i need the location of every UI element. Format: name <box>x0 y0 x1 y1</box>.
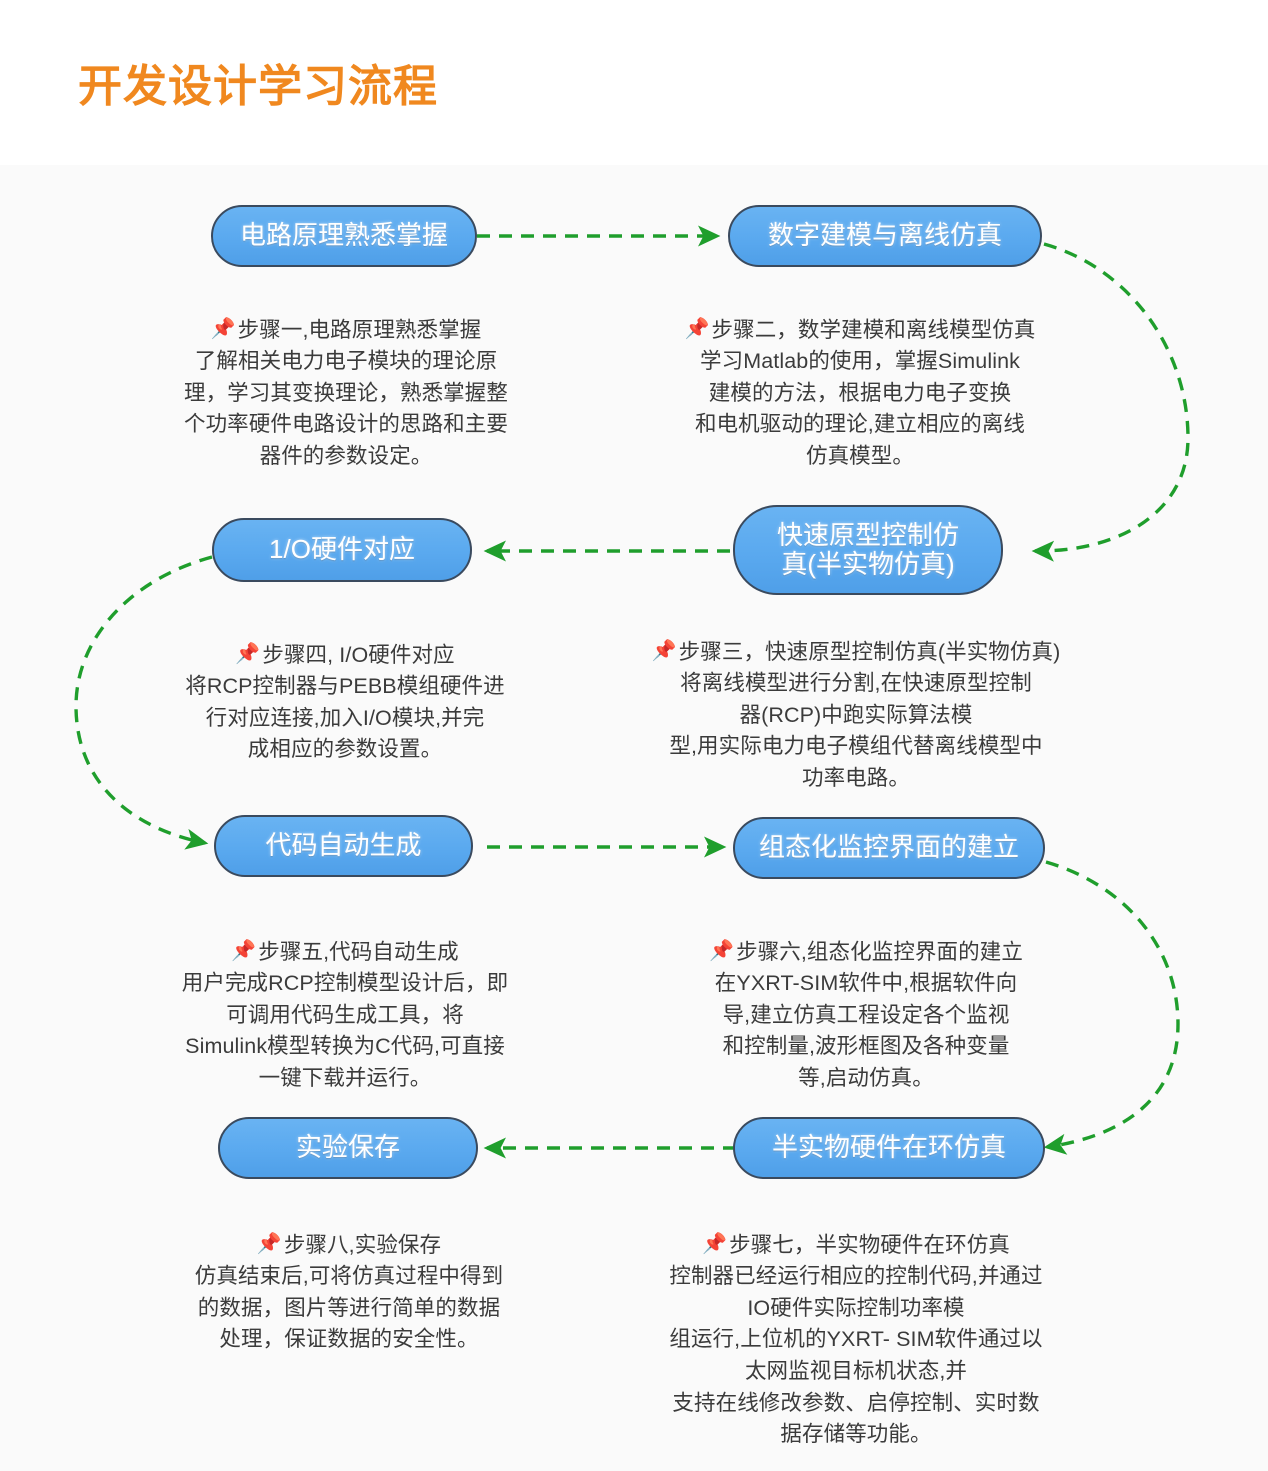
desc-step5-title: 📌步骤五,代码自动生成 <box>146 937 544 969</box>
desc-step1-body: 了解相关电力电子模块的理论原 理，学习其变换理论，熟悉掌握整 个功率硬件电路设计… <box>183 349 508 468</box>
desc-step2-title-text: 步骤二，数学建模和离线模型仿真 <box>711 317 1036 342</box>
desc-step3-title: 📌步骤三，快速原型控制仿真(半实物仿真) <box>624 637 1088 669</box>
desc-step8-title: 📌步骤八,实验保存 <box>150 1230 548 1262</box>
node-step6[interactable]: 组态化监控界面的建立 <box>733 817 1045 879</box>
pushpin-icon: 📌 <box>651 639 677 662</box>
node-step2[interactable]: 数字建模与离线仿真 <box>728 205 1042 267</box>
desc-step1-title: 📌步骤一,电路原理熟悉掌握 <box>148 315 544 347</box>
desc-step7-body: 控制器已经运行相应的控制代码,并通过 IO硬件实际控制功率模 组运行,上位机的Y… <box>669 1264 1043 1447</box>
pushpin-icon: 📌 <box>702 1232 728 1255</box>
desc-step7: 📌步骤七，半实物硬件在环仿真控制器已经运行相应的控制代码,并通过 IO硬件实际控… <box>622 1198 1090 1451</box>
desc-step6: 📌步骤六,组态化监控界面的建立在YXRT-SIM软件中,根据软件向 导,建立仿真… <box>660 905 1072 1095</box>
desc-step2: 📌步骤二，数学建模和离线模型仿真学习Matlab的使用，掌握Simulink 建… <box>652 283 1068 473</box>
node-step1[interactable]: 电路原理熟悉掌握 <box>211 205 477 267</box>
desc-step4-body: 将RCP控制器与PEBB模组硬件进 行对应连接,加入I/O模块,并完 成相应的参… <box>185 674 505 762</box>
desc-step6-title-text: 步骤六,组态化监控界面的建立 <box>736 939 1023 964</box>
node-step4[interactable]: 1/O硬件对应 <box>212 518 472 582</box>
desc-step2-title: 📌步骤二，数学建模和离线模型仿真 <box>652 315 1068 347</box>
node-step5[interactable]: 代码自动生成 <box>214 815 473 877</box>
desc-step8-body: 仿真结束后,可将仿真过程中得到 的数据，图片等进行简单的数据 处理，保证数据的安… <box>194 1264 504 1352</box>
pushpin-icon: 📌 <box>235 642 261 665</box>
desc-step1-title-text: 步骤一,电路原理熟悉掌握 <box>237 317 482 342</box>
desc-step6-body: 在YXRT-SIM软件中,根据软件向 导,建立仿真工程设定各个监视 和控制量,波… <box>714 971 1018 1090</box>
pushpin-icon: 📌 <box>709 939 735 962</box>
node-step7[interactable]: 半实物硬件在环仿真 <box>733 1117 1045 1179</box>
desc-step3-title-text: 步骤三，快速原型控制仿真(半实物仿真) <box>678 639 1061 664</box>
pushpin-icon: 📌 <box>684 317 710 340</box>
desc-step5: 📌步骤五,代码自动生成用户完成RCP控制模型设计后，即 可调用代码生成工具，将 … <box>146 905 544 1095</box>
desc-step3: 📌步骤三，快速原型控制仿真(半实物仿真)将离线模型进行分割,在快速原型控制 器(… <box>624 605 1088 795</box>
desc-step4-title: 📌步骤四, I/O硬件对应 <box>146 640 544 672</box>
desc-step5-body: 用户完成RCP控制模型设计后，即 可调用代码生成工具，将 Simulink模型转… <box>181 971 509 1090</box>
pushpin-icon: 📌 <box>256 1232 282 1255</box>
desc-step7-title: 📌步骤七，半实物硬件在环仿真 <box>622 1230 1090 1262</box>
node-step8[interactable]: 实验保存 <box>218 1117 478 1179</box>
desc-step6-title: 📌步骤六,组态化监控界面的建立 <box>660 937 1072 969</box>
desc-step1: 📌步骤一,电路原理熟悉掌握了解相关电力电子模块的理论原 理，学习其变换理论，熟悉… <box>148 283 544 473</box>
desc-step5-title-text: 步骤五,代码自动生成 <box>258 939 459 964</box>
desc-step2-body: 学习Matlab的使用，掌握Simulink 建模的方法，根据电力电子变换 和电… <box>694 349 1026 468</box>
desc-step3-body: 将离线模型进行分割,在快速原型控制 器(RCP)中跑实际算法模 型,用实际电力电… <box>669 671 1043 790</box>
pushpin-icon: 📌 <box>231 939 257 962</box>
desc-step4-title-text: 步骤四, I/O硬件对应 <box>262 642 455 667</box>
desc-step4: 📌步骤四, I/O硬件对应将RCP控制器与PEBB模组硬件进 行对应连接,加入I… <box>146 608 544 766</box>
page-title: 开发设计学习流程 <box>78 62 438 111</box>
node-step3[interactable]: 快速原型控制仿 真(半实物仿真) <box>733 505 1003 595</box>
desc-step8-title-text: 步骤八,实验保存 <box>283 1232 442 1257</box>
pushpin-icon: 📌 <box>210 317 236 340</box>
desc-step7-title-text: 步骤七，半实物硬件在环仿真 <box>729 1232 1010 1257</box>
desc-step8: 📌步骤八,实验保存仿真结束后,可将仿真过程中得到 的数据，图片等进行简单的数据 … <box>150 1198 548 1356</box>
